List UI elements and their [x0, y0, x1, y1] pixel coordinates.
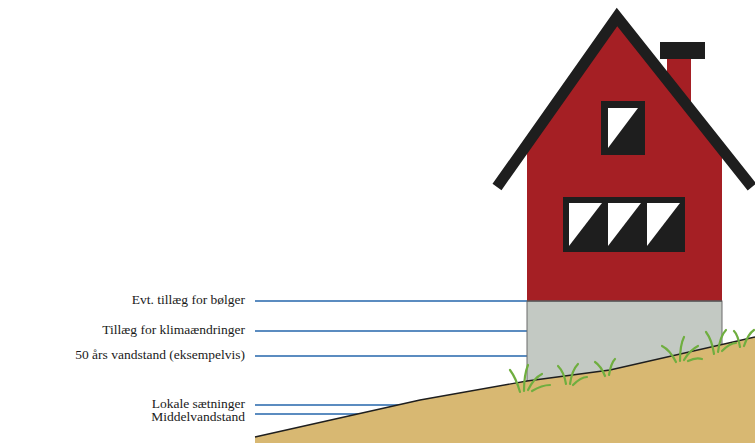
window-shade: [569, 203, 602, 246]
window-pane: [608, 108, 638, 148]
window-pane: [647, 203, 680, 246]
level-label: Middelvandstand: [0, 409, 245, 425]
ground: [255, 337, 755, 443]
window: [601, 101, 645, 155]
level-line: [255, 355, 527, 357]
level-line: [255, 330, 527, 332]
chimney-cap: [660, 42, 705, 59]
grass: [510, 330, 754, 392]
house-wall: [527, 22, 722, 301]
window-shade: [608, 203, 641, 246]
level-label: 50 års vandstand (eksempelvis): [0, 347, 245, 363]
roof: [497, 17, 752, 187]
window: [563, 197, 685, 252]
wall-base: [527, 300, 722, 302]
level-line: [255, 300, 527, 302]
level-label: Evt. tillæg for bølger: [0, 292, 245, 308]
window-pane: [608, 203, 641, 246]
window-shade: [608, 108, 638, 148]
window-pane: [569, 203, 602, 246]
level-label: Tillæg for klimaændringer: [0, 322, 245, 338]
ground-line: [255, 337, 755, 437]
window-shade: [647, 203, 680, 246]
